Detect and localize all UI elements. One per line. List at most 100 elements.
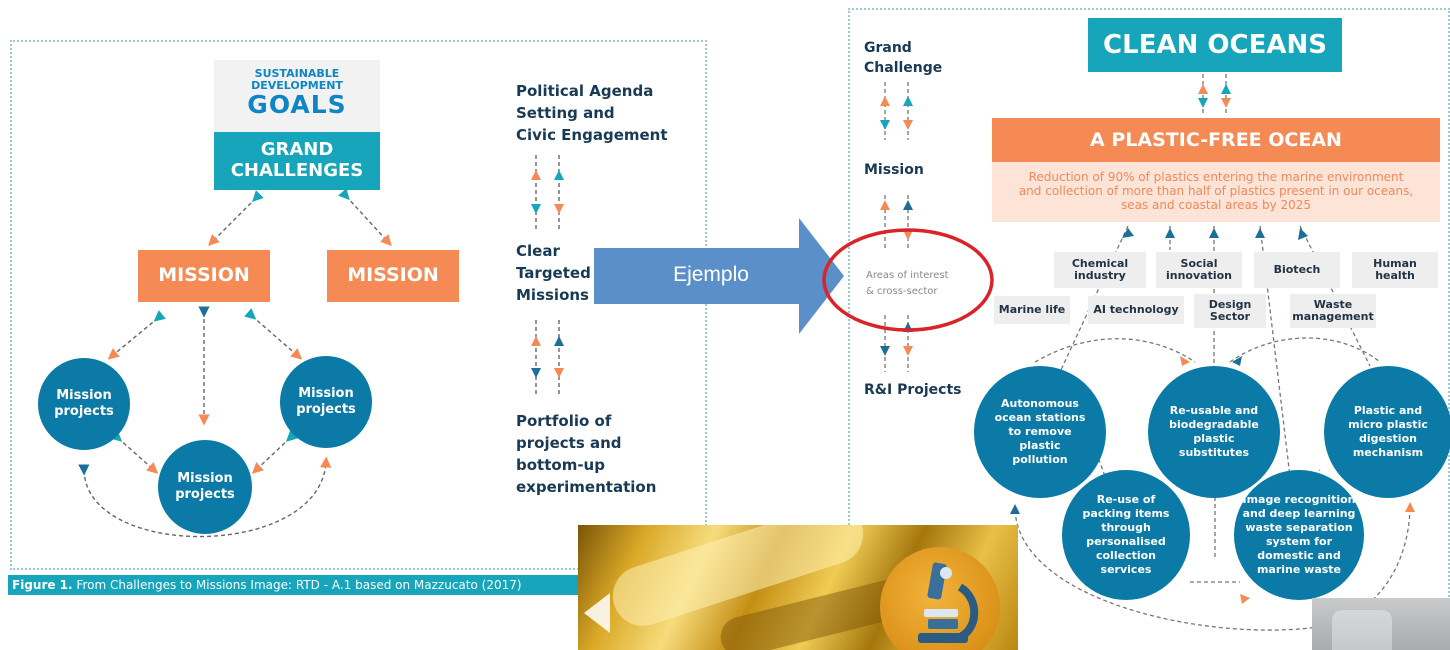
circle-line: projects (175, 487, 235, 502)
sdg-line-1: SUSTAINABLE (254, 67, 340, 80)
label-line: Clear (516, 242, 560, 260)
circle-line: projects (296, 402, 356, 417)
clean-oceans-box: CLEAN OCEANS (1088, 18, 1342, 72)
circle-text-line: Re-usable and (1169, 404, 1259, 417)
areas-of-interest-label: Areas of interest & cross-sector (866, 268, 976, 300)
circle-text-line: and deep learning (1242, 507, 1356, 520)
circle-text-line: mechanism (1352, 446, 1424, 459)
tag-ai-technology: AI technology (1088, 296, 1184, 324)
circle-text-line: pollution (1012, 453, 1068, 466)
circle-text-line: packing items (1082, 507, 1170, 520)
tag-line: health (1375, 269, 1415, 282)
circle-text-line: Autonomous (1001, 397, 1079, 410)
microscope-badge (880, 547, 1000, 650)
tag-line: Waste (1313, 298, 1353, 311)
ri-projects-label: R&I Projects (864, 382, 962, 398)
left-diagram-frame (10, 40, 707, 570)
circle-text-line: Image recognition (1242, 493, 1356, 506)
tag-biotech: Biotech (1254, 252, 1340, 288)
mission-box-right: MISSION (327, 250, 459, 302)
portfolio-label: Portfolio of projects and bottom-up expe… (516, 410, 656, 498)
sdg-line-3: GOALS (247, 90, 347, 119)
circle-line: Mission (56, 388, 112, 403)
grand-challenges-box: GRAND CHALLENGES (214, 132, 380, 190)
right-diagram-frame (848, 8, 1450, 650)
plastic-free-ocean-box: A PLASTIC-FREE OCEAN (992, 118, 1440, 162)
political-agenda-label: Political Agenda Setting and Civic Engag… (516, 80, 668, 146)
ejemplo-label: Ejemplo (673, 263, 749, 286)
circle-text-line: ocean stations (994, 411, 1086, 424)
description-line: seas and coastal areas by 2025 (1120, 198, 1312, 212)
circle-text-line: collection (1095, 549, 1157, 562)
circle-text-line: system for (1265, 535, 1333, 548)
label-line: Portfolio of (516, 412, 612, 430)
tag-marine-life: Marine life (994, 296, 1070, 324)
circle-line: Mission (177, 471, 233, 486)
circle-text-line: domestic and (1257, 549, 1341, 562)
label-line: experimentation (516, 478, 657, 496)
tag-line: Sector (1209, 310, 1251, 323)
chevron-left-icon[interactable] (584, 593, 610, 633)
caption-figure-number: Figure 1. (12, 578, 73, 592)
sdg-line-2: DEVELOPMENT (251, 79, 343, 92)
mission-box-left: MISSION (138, 250, 270, 302)
label-line: Grand (864, 40, 912, 56)
grand-challenges-line-2: CHALLENGES (230, 160, 364, 181)
circle-line: projects (54, 404, 114, 419)
ejemplo-arrow (594, 218, 844, 334)
label-line: Civic Engagement (516, 126, 668, 144)
figure-caption: Figure 1. From Challenges to Missions Im… (8, 575, 578, 595)
grand-challenge-label: Grand Challenge (864, 38, 942, 78)
tag-line: Social (1180, 257, 1218, 270)
label-line: bottom-up (516, 456, 605, 474)
description-line: and collection of more than half of plas… (1018, 184, 1414, 198)
description-line: Reduction of 90% of plastics entering th… (1028, 170, 1404, 184)
label-line: Areas of interest (866, 270, 949, 281)
label-line: & cross-sector (866, 286, 938, 297)
tag-line: industry (1074, 269, 1126, 282)
label-line: Political Agenda (516, 82, 654, 100)
circle-text-line: micro plastic (1348, 418, 1428, 431)
circle-text-line: personalised (1086, 535, 1166, 548)
tag-line: Chemical (1071, 257, 1129, 270)
tag-line: Human (1373, 257, 1417, 270)
circle-line: Mission (298, 386, 354, 401)
tag-line: management (1292, 310, 1374, 323)
clear-targeted-missions-label: Clear Targeted Missions (516, 240, 591, 306)
circle-text-line: substitutes (1178, 446, 1250, 459)
microscope-icon (918, 562, 979, 643)
circle-text-line: through (1101, 521, 1151, 534)
label-line: Challenge (864, 60, 943, 76)
tag-line: Design (1208, 298, 1252, 311)
circle-text-line: Re-use of (1096, 493, 1156, 506)
highlight-ellipse (822, 228, 994, 332)
circle-text-line: plastic (1193, 432, 1235, 445)
circle-text-line: to remove (1008, 425, 1072, 438)
sdg-logo: SUSTAINABLE DEVELOPMENT GOALS (214, 60, 380, 132)
circle-text-line: plastic (1019, 439, 1061, 452)
label-line: Setting and (516, 104, 615, 122)
label-line: projects and (516, 434, 622, 452)
circle-text-line: marine waste (1256, 563, 1342, 576)
video-thumbnail[interactable] (1312, 598, 1450, 650)
label-line: Missions (516, 286, 589, 304)
label-line: Targeted (516, 264, 591, 282)
grand-challenges-line-1: GRAND (260, 139, 334, 160)
